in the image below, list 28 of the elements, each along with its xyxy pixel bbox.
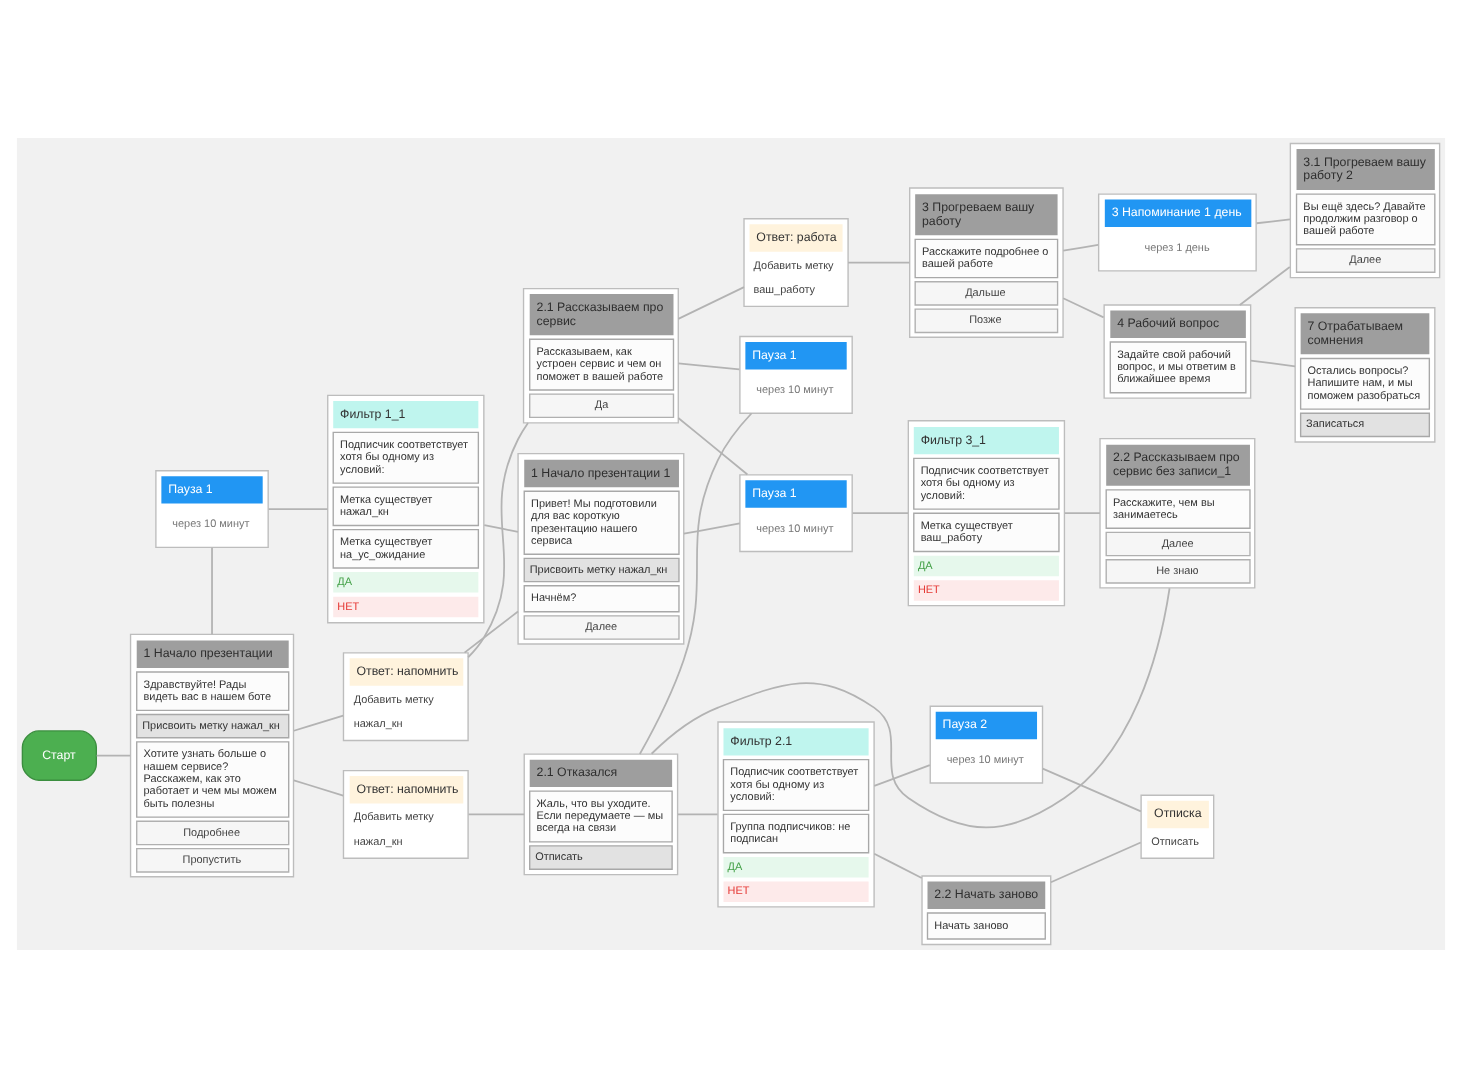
connector: [463, 610, 519, 654]
connector: [677, 362, 741, 371]
connector: [677, 286, 745, 320]
connector: [677, 417, 749, 476]
connector: [650, 587, 1171, 829]
connector: [873, 852, 923, 879]
connector: [1063, 512, 1101, 515]
connector: [95, 754, 132, 757]
connector: [1050, 841, 1142, 884]
connector: [638, 412, 753, 755]
connector: [267, 508, 329, 510]
connector: [1041, 767, 1142, 813]
connector: [1249, 359, 1297, 368]
connector: [292, 779, 345, 797]
connector: [467, 422, 529, 659]
connector: [851, 512, 910, 515]
connector: [676, 813, 719, 816]
connector: [211, 546, 213, 636]
connector: [873, 764, 931, 787]
connector: [467, 813, 526, 816]
connector: [1255, 218, 1291, 225]
connector: [847, 261, 911, 264]
connector: [683, 522, 741, 535]
connector: [292, 714, 345, 732]
connector: [1238, 266, 1291, 306]
connector: [1062, 244, 1099, 252]
connector: [1062, 297, 1105, 319]
connector: [483, 524, 519, 533]
